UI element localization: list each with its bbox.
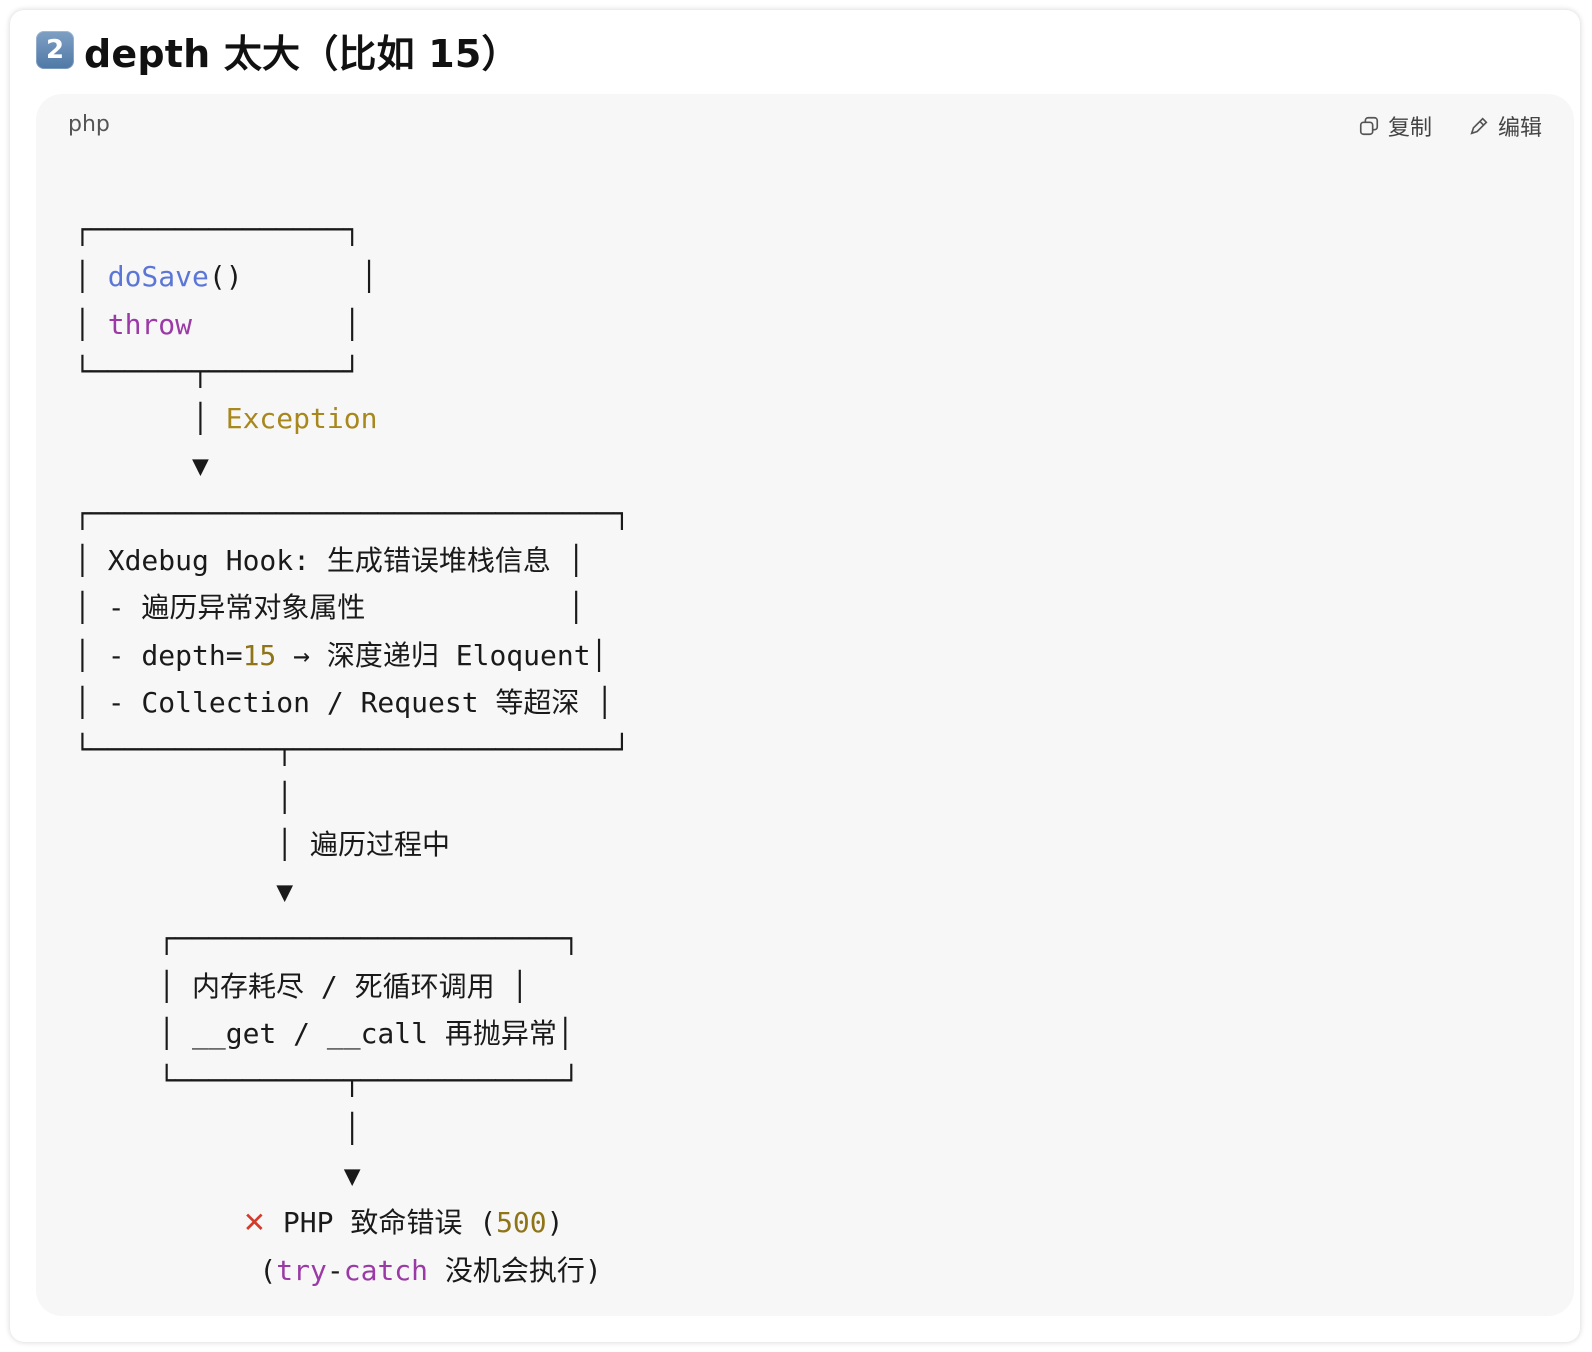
code-line: ┌───────────────┐ xyxy=(74,213,361,246)
keyword-token: catch xyxy=(343,1253,429,1287)
edit-button[interactable]: 编辑 xyxy=(1468,110,1542,142)
pencil-icon xyxy=(1470,117,1488,135)
code-language-label: php xyxy=(68,112,110,137)
code-line: │ 遍历过程中 xyxy=(74,827,451,861)
code-line: │ 内存耗尽 / 死循环调用 │ xyxy=(74,969,529,1003)
code-line: └──────────┬────────────┘ xyxy=(74,1064,580,1098)
code-line: ▼ xyxy=(74,875,294,909)
copy-label: 复制 xyxy=(1387,116,1432,141)
copy-button[interactable]: 复制 xyxy=(1358,110,1432,142)
code-line: │ xyxy=(74,1111,361,1145)
code-line: │ - depth=15 → 深度递归 Eloquent│ xyxy=(74,638,608,672)
code-line: └───────────┬───────────────────┘ xyxy=(74,733,631,767)
number-token: 15 xyxy=(242,638,277,672)
code-line: ▼ xyxy=(74,449,209,483)
code-line: │ Exception xyxy=(74,402,378,436)
code-line: │ - Collection / Request 等超深 │ xyxy=(74,685,614,719)
code-line: │ - 遍历异常对象属性 │ xyxy=(74,591,585,625)
type-token: Exception xyxy=(225,402,378,436)
code-content: ┌───────────────┐ │ doSave() │ │ throw │ └─… xyxy=(74,206,630,1294)
heading-title: depth 太大（比如 15） xyxy=(84,31,520,76)
code-line: ┌───────────────────────┐ xyxy=(74,922,580,956)
section-heading: 2 depth 太大（比如 15） xyxy=(36,24,520,76)
code-toolbar: 复制 编辑 xyxy=(1358,110,1542,142)
code-line: │ __get / __call 再抛异常│ xyxy=(74,1017,574,1051)
cross-mark-icon: ✕ xyxy=(242,1206,267,1240)
code-line: │ throw │ xyxy=(74,307,361,341)
code-line: │ xyxy=(74,780,294,814)
code-line: │ doSave() │ xyxy=(74,260,378,294)
code-block: php 复制 编辑 ┌───────────────┐ │ doSave() │ │… xyxy=(36,94,1574,1316)
edit-label: 编辑 xyxy=(1497,116,1542,141)
code-line: ▼ xyxy=(74,1158,361,1192)
code-line: ✕ PHP 致命错误 (500) xyxy=(242,1206,564,1240)
keyword-token: try xyxy=(276,1253,327,1287)
code-line: (try-catch 没机会执行) xyxy=(74,1253,602,1287)
number-token: 500 xyxy=(496,1206,547,1240)
code-line: │ Xdebug Hook: 生成错误堆栈信息 │ xyxy=(74,544,585,578)
function-token: doSave xyxy=(107,260,209,294)
code-line: └──────┬────────┘ xyxy=(74,354,361,388)
copy-icon xyxy=(1359,116,1379,136)
message-card: 2 depth 太大（比如 15） php 复制 编辑 ┌───────────… xyxy=(10,10,1580,1342)
keyword-token: throw xyxy=(107,307,193,341)
code-line: ┌───────────────────────────────┐ xyxy=(74,496,631,530)
number-badge-icon: 2 xyxy=(36,31,74,69)
